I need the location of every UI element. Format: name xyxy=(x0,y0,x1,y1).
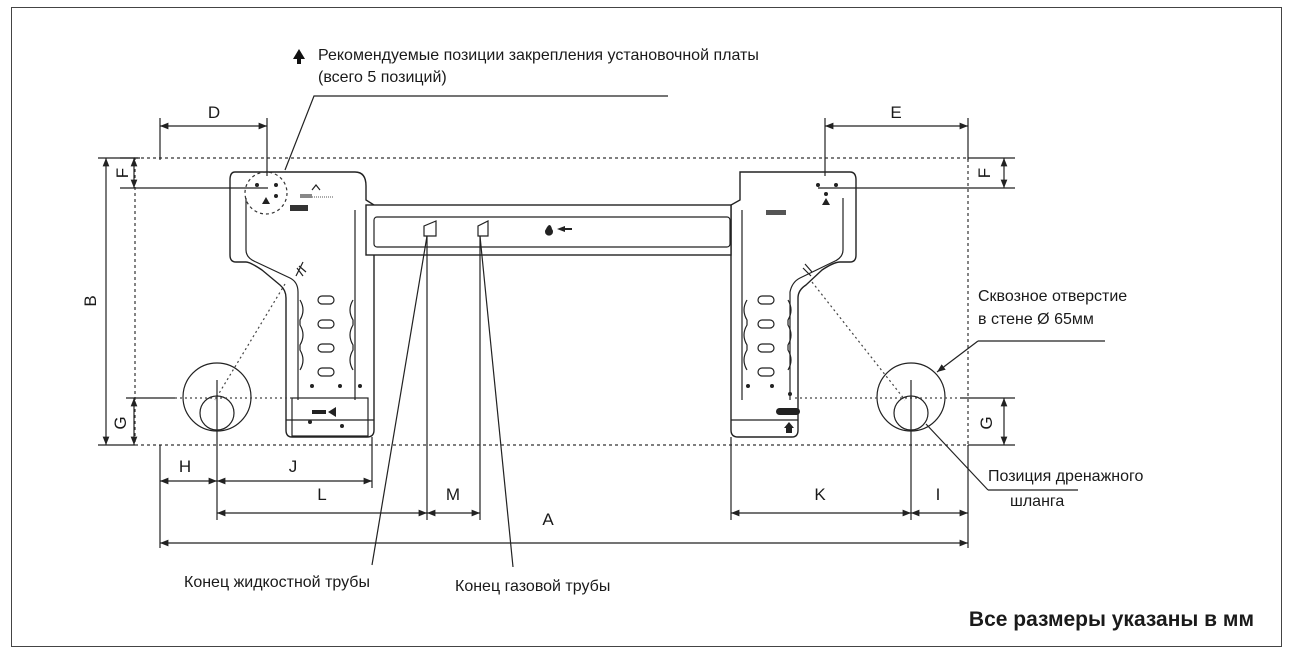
dim-label-i: I xyxy=(936,485,941,504)
dim-label-f-left: F xyxy=(113,168,132,178)
gas-pipe-leader xyxy=(479,235,514,568)
dim-label-l: L xyxy=(317,485,326,504)
dimension-i: I xyxy=(911,485,968,517)
dimension-b: B xyxy=(81,157,135,446)
dimension-a: A xyxy=(160,510,968,547)
dim-label-k: K xyxy=(814,485,826,504)
title-line2: (всего 5 позиций) xyxy=(318,69,447,86)
dimension-m: M xyxy=(427,485,480,517)
small-arrow-icon xyxy=(262,197,270,204)
dim-label-g-right: G xyxy=(977,416,996,429)
recommended-position-circle xyxy=(244,171,288,215)
liquid-pipe-label: Конец жидкостной трубы xyxy=(184,574,370,591)
liquid-pipe-end-marker xyxy=(423,220,437,237)
dimension-j: J xyxy=(217,457,372,485)
dimension-f-right: F xyxy=(818,157,1015,189)
title-line1: Рекомендуемые позиции закрепления устано… xyxy=(318,47,759,64)
mounting-plate-left-bracket xyxy=(229,171,375,438)
through-hole-label-line1: Сквозное отверстие xyxy=(978,288,1127,305)
dim-label-m: M xyxy=(446,485,460,504)
dim-label-j: J xyxy=(289,457,298,476)
drain-leader xyxy=(925,423,989,491)
drain-label-line1: Позиция дренажного xyxy=(988,468,1143,485)
dim-label-f-right: F xyxy=(975,168,994,178)
dimension-l: L xyxy=(217,485,427,517)
gas-pipe-label: Конец газовой трубы xyxy=(455,578,610,595)
drain-label-line2: шланга xyxy=(1010,493,1064,510)
unit-outline xyxy=(134,157,969,446)
dimension-e: E xyxy=(824,103,969,176)
dimension-g-left: G xyxy=(111,397,175,445)
dim-label-b: B xyxy=(81,295,100,306)
liquid-pipe-leader xyxy=(371,235,428,566)
through-hole-label-line2: в стене Ø 65мм xyxy=(978,311,1094,328)
through-hole-leader xyxy=(936,340,979,373)
gas-pipe-end-marker xyxy=(477,220,489,237)
dim-label-a: A xyxy=(542,510,554,529)
dim-label-g-left: G xyxy=(111,416,130,429)
diagram-frame xyxy=(11,7,1282,647)
mounting-plate-crossbar xyxy=(365,204,732,256)
title-leader-line xyxy=(284,95,668,171)
dimension-k: K xyxy=(731,485,911,517)
drop-icon xyxy=(544,225,553,236)
recommended-positions-title: Рекомендуемые позиции закрепления устано… xyxy=(293,47,759,86)
mounting-plate-right-bracket xyxy=(730,171,857,438)
dim-label-h: H xyxy=(179,457,191,476)
dimension-h: H xyxy=(160,457,217,485)
up-arrow-icon xyxy=(293,49,305,64)
dim-label-d: D xyxy=(208,103,220,122)
units-note: Все размеры указаны в мм xyxy=(969,608,1254,631)
dimension-d: D xyxy=(159,103,268,176)
dimension-g-right: G xyxy=(960,397,1015,446)
dim-label-e: E xyxy=(890,103,901,122)
